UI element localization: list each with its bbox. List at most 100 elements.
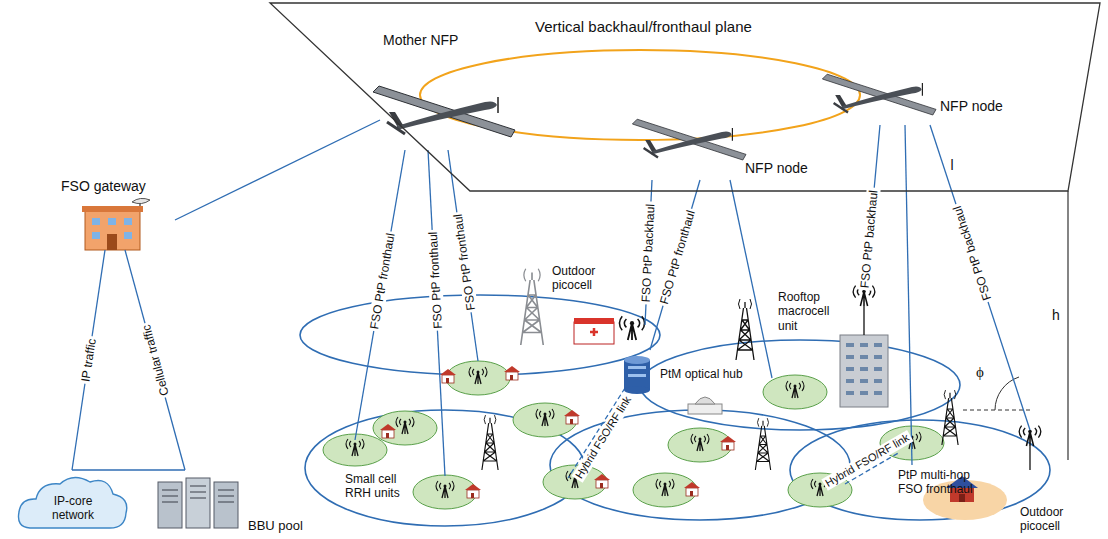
mother-nfp-node: Mother NFP <box>380 30 520 150</box>
fso-link <box>175 120 380 220</box>
nfp-node: NFP node <box>830 60 1006 125</box>
cell-antenna <box>396 417 414 434</box>
node-label: Outdoor picocell <box>552 264 610 293</box>
rooftop-building <box>846 345 882 393</box>
rooftop-building <box>840 306 888 407</box>
right-picocell-antenna <box>1019 426 1041 470</box>
gateway-node: FSO gateway <box>55 176 175 250</box>
cell-antenna <box>469 367 487 384</box>
shop-building <box>590 328 598 336</box>
optical-hub <box>624 356 650 364</box>
small-cell <box>446 361 510 395</box>
link-label: FSO PtP fronthaul <box>367 230 398 332</box>
house <box>684 482 700 496</box>
cell-antenna <box>656 479 674 496</box>
lattice-tower <box>755 418 770 470</box>
link-label: FSO PtP backhaul <box>857 188 881 291</box>
house <box>594 474 610 488</box>
fso-link <box>72 250 105 470</box>
cloud-node: IP-core network <box>18 470 128 532</box>
cell-antenna <box>691 434 709 451</box>
optical-hub <box>624 356 650 394</box>
lattice-tower <box>942 390 958 445</box>
picocell-tower <box>521 269 544 345</box>
optical-hub <box>624 360 650 390</box>
link-label: FSO PtP backhaul <box>639 201 658 304</box>
node-label: IP-core network <box>36 494 110 523</box>
fso-beam <box>730 180 772 378</box>
nfp-node: NFP node <box>640 110 815 180</box>
fso-gateway-building <box>124 232 132 239</box>
fso-gateway-building <box>82 198 150 250</box>
fso-beam <box>428 150 772 476</box>
node-label: NFP node <box>745 160 813 177</box>
house <box>564 410 580 424</box>
small-cell <box>373 411 437 445</box>
optical-hub <box>628 366 646 369</box>
optical-hub <box>628 374 646 377</box>
house <box>504 366 520 380</box>
right-picocell-antenna <box>1029 446 1030 470</box>
cell-antenna <box>346 439 364 456</box>
link-label: IP traffic <box>78 336 99 385</box>
bbu-servers <box>162 486 234 502</box>
node-label: Small cell RRH units <box>345 472 409 501</box>
angle-mark <box>962 410 1030 411</box>
cell-antenna <box>786 381 804 398</box>
node-label: Vertical backhaul/fronthaul plane <box>535 18 785 36</box>
link-label: FSO PtP backhaul <box>949 202 995 304</box>
coverage-area <box>640 340 960 430</box>
angle-mark <box>995 377 1019 410</box>
backhaul-plane: Vertical backhaul/fronthaul planeMother … <box>270 2 1102 192</box>
macrocell-node: Rooftop macrocell unit <box>775 288 895 410</box>
hub-node: PtM optical hub <box>615 350 762 395</box>
bbu-servers <box>158 482 182 528</box>
bbu-servers <box>158 478 238 528</box>
cell-antenna <box>536 409 554 426</box>
dome-building <box>688 397 722 414</box>
link-label: FSO PtP fronthaul <box>450 211 478 313</box>
dome-building <box>695 397 715 404</box>
house <box>380 366 736 498</box>
picocell-tower <box>521 269 544 345</box>
ip-core-cloud <box>18 477 126 528</box>
plane-outline <box>270 3 1100 191</box>
server-node: BBU pool <box>150 470 307 537</box>
coverage-area <box>300 295 1050 526</box>
shop-building <box>574 318 614 324</box>
lattice-tower <box>482 415 498 470</box>
fso-gateway-building <box>92 232 100 239</box>
cell-antenna <box>346 367 921 498</box>
node-label: NFP node <box>940 98 1004 115</box>
fso-link <box>905 125 912 465</box>
picocell-antenna <box>619 316 644 340</box>
fso-link <box>355 150 405 440</box>
rooftop-building <box>840 335 888 407</box>
angle-symbol: ϕ <box>974 363 986 381</box>
house <box>465 484 481 498</box>
cell-antenna <box>436 481 454 498</box>
aircraft <box>822 74 936 115</box>
fso-gateway-building <box>85 210 140 250</box>
link-label: Cellular traffic <box>138 321 172 399</box>
distance-symbol: l <box>949 157 956 174</box>
picocell-antenna <box>619 316 644 340</box>
picocell-node: Outdoor picocell <box>1010 430 1080 536</box>
node-label: PtP multi-hop FSO fronthaul <box>898 468 986 497</box>
node-label: Rooftop macrocell unit <box>778 290 838 333</box>
fso-gateway-building <box>108 218 116 225</box>
aircraft <box>373 86 515 137</box>
ip-core-cloud <box>18 477 126 528</box>
picocell-node: Outdoor picocell <box>550 262 645 345</box>
multihop-node: PtP multi-hop FSO fronthaul <box>895 465 990 503</box>
fso-gateway-building <box>132 198 150 203</box>
small-cell <box>763 375 827 409</box>
link-label: FSO PtP fronthaul <box>656 206 698 307</box>
cell-node: Small cell RRH units <box>340 440 412 503</box>
dome-building <box>688 404 722 414</box>
aircraft <box>632 119 746 160</box>
node-label: FSO gateway <box>61 178 166 195</box>
fso-gateway-building <box>92 218 100 225</box>
lattice-tower <box>736 299 754 360</box>
